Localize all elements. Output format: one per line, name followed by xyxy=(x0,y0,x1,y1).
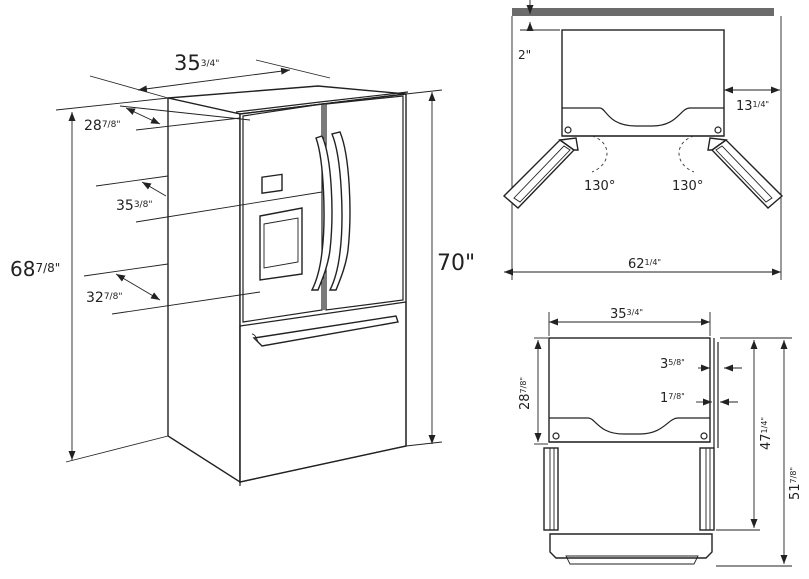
plan-depth-full-label: 517/8" xyxy=(788,467,803,500)
wall-clearance-label: 2" xyxy=(518,48,531,62)
plan-drawer-front xyxy=(549,533,713,559)
left-door xyxy=(242,103,323,323)
side-depth-label: 131/4" xyxy=(736,99,769,114)
perspective-view: 353/4" 687/8" 287/8" 353/8" 327/8" 70" xyxy=(10,51,475,486)
top-view-cabinet xyxy=(561,29,725,137)
fridge-side-face xyxy=(167,97,241,484)
top-view-doors-open: 2" 130° 130° 131/4" 621/4" xyxy=(502,0,784,280)
top-view-door-profile xyxy=(562,107,724,127)
plan-cabinet xyxy=(548,337,711,443)
plan-view: 353/4" 287/8" 35/8" 17/8" 4 xyxy=(518,307,803,567)
plan-door-thickness-label: 35/8" xyxy=(660,357,685,372)
left-swing-arc xyxy=(591,135,608,173)
plan-handle-gap-label: 17/8" xyxy=(660,391,685,406)
left-angle-label: 130° xyxy=(584,179,615,194)
right-swing-arc xyxy=(678,135,695,173)
persp-total-height-label: 70" xyxy=(437,251,475,276)
right-open-door xyxy=(707,137,784,209)
persp-case-height-label: 687/8" xyxy=(10,257,60,281)
right-angle-label: 130° xyxy=(672,179,703,194)
plan-drawer-left-rail xyxy=(543,447,559,531)
persp-width-label: 353/4" xyxy=(174,51,219,75)
swing-width-label: 621/4" xyxy=(628,257,661,272)
left-open-door xyxy=(502,137,579,209)
persp-depth-box-label: 287/8" xyxy=(84,118,120,134)
plan-width-label: 353/4" xyxy=(610,307,643,322)
persp-depth-door-label: 327/8" xyxy=(86,290,122,306)
persp-depth-handle-label: 353/8" xyxy=(116,198,152,214)
wall-bar xyxy=(512,8,774,16)
door-top-edge xyxy=(235,91,409,113)
plan-drawer-right-rail xyxy=(699,447,715,531)
drawer-handle xyxy=(252,315,399,347)
right-door-handle xyxy=(328,131,351,291)
plan-depth-box-label: 287/8" xyxy=(518,377,533,410)
width-dim-line xyxy=(137,67,291,93)
left-door-handle xyxy=(310,135,333,291)
dispenser-panel xyxy=(261,173,283,194)
water-dispenser xyxy=(259,207,303,281)
plan-depth-open-label: 471/4" xyxy=(759,417,774,450)
